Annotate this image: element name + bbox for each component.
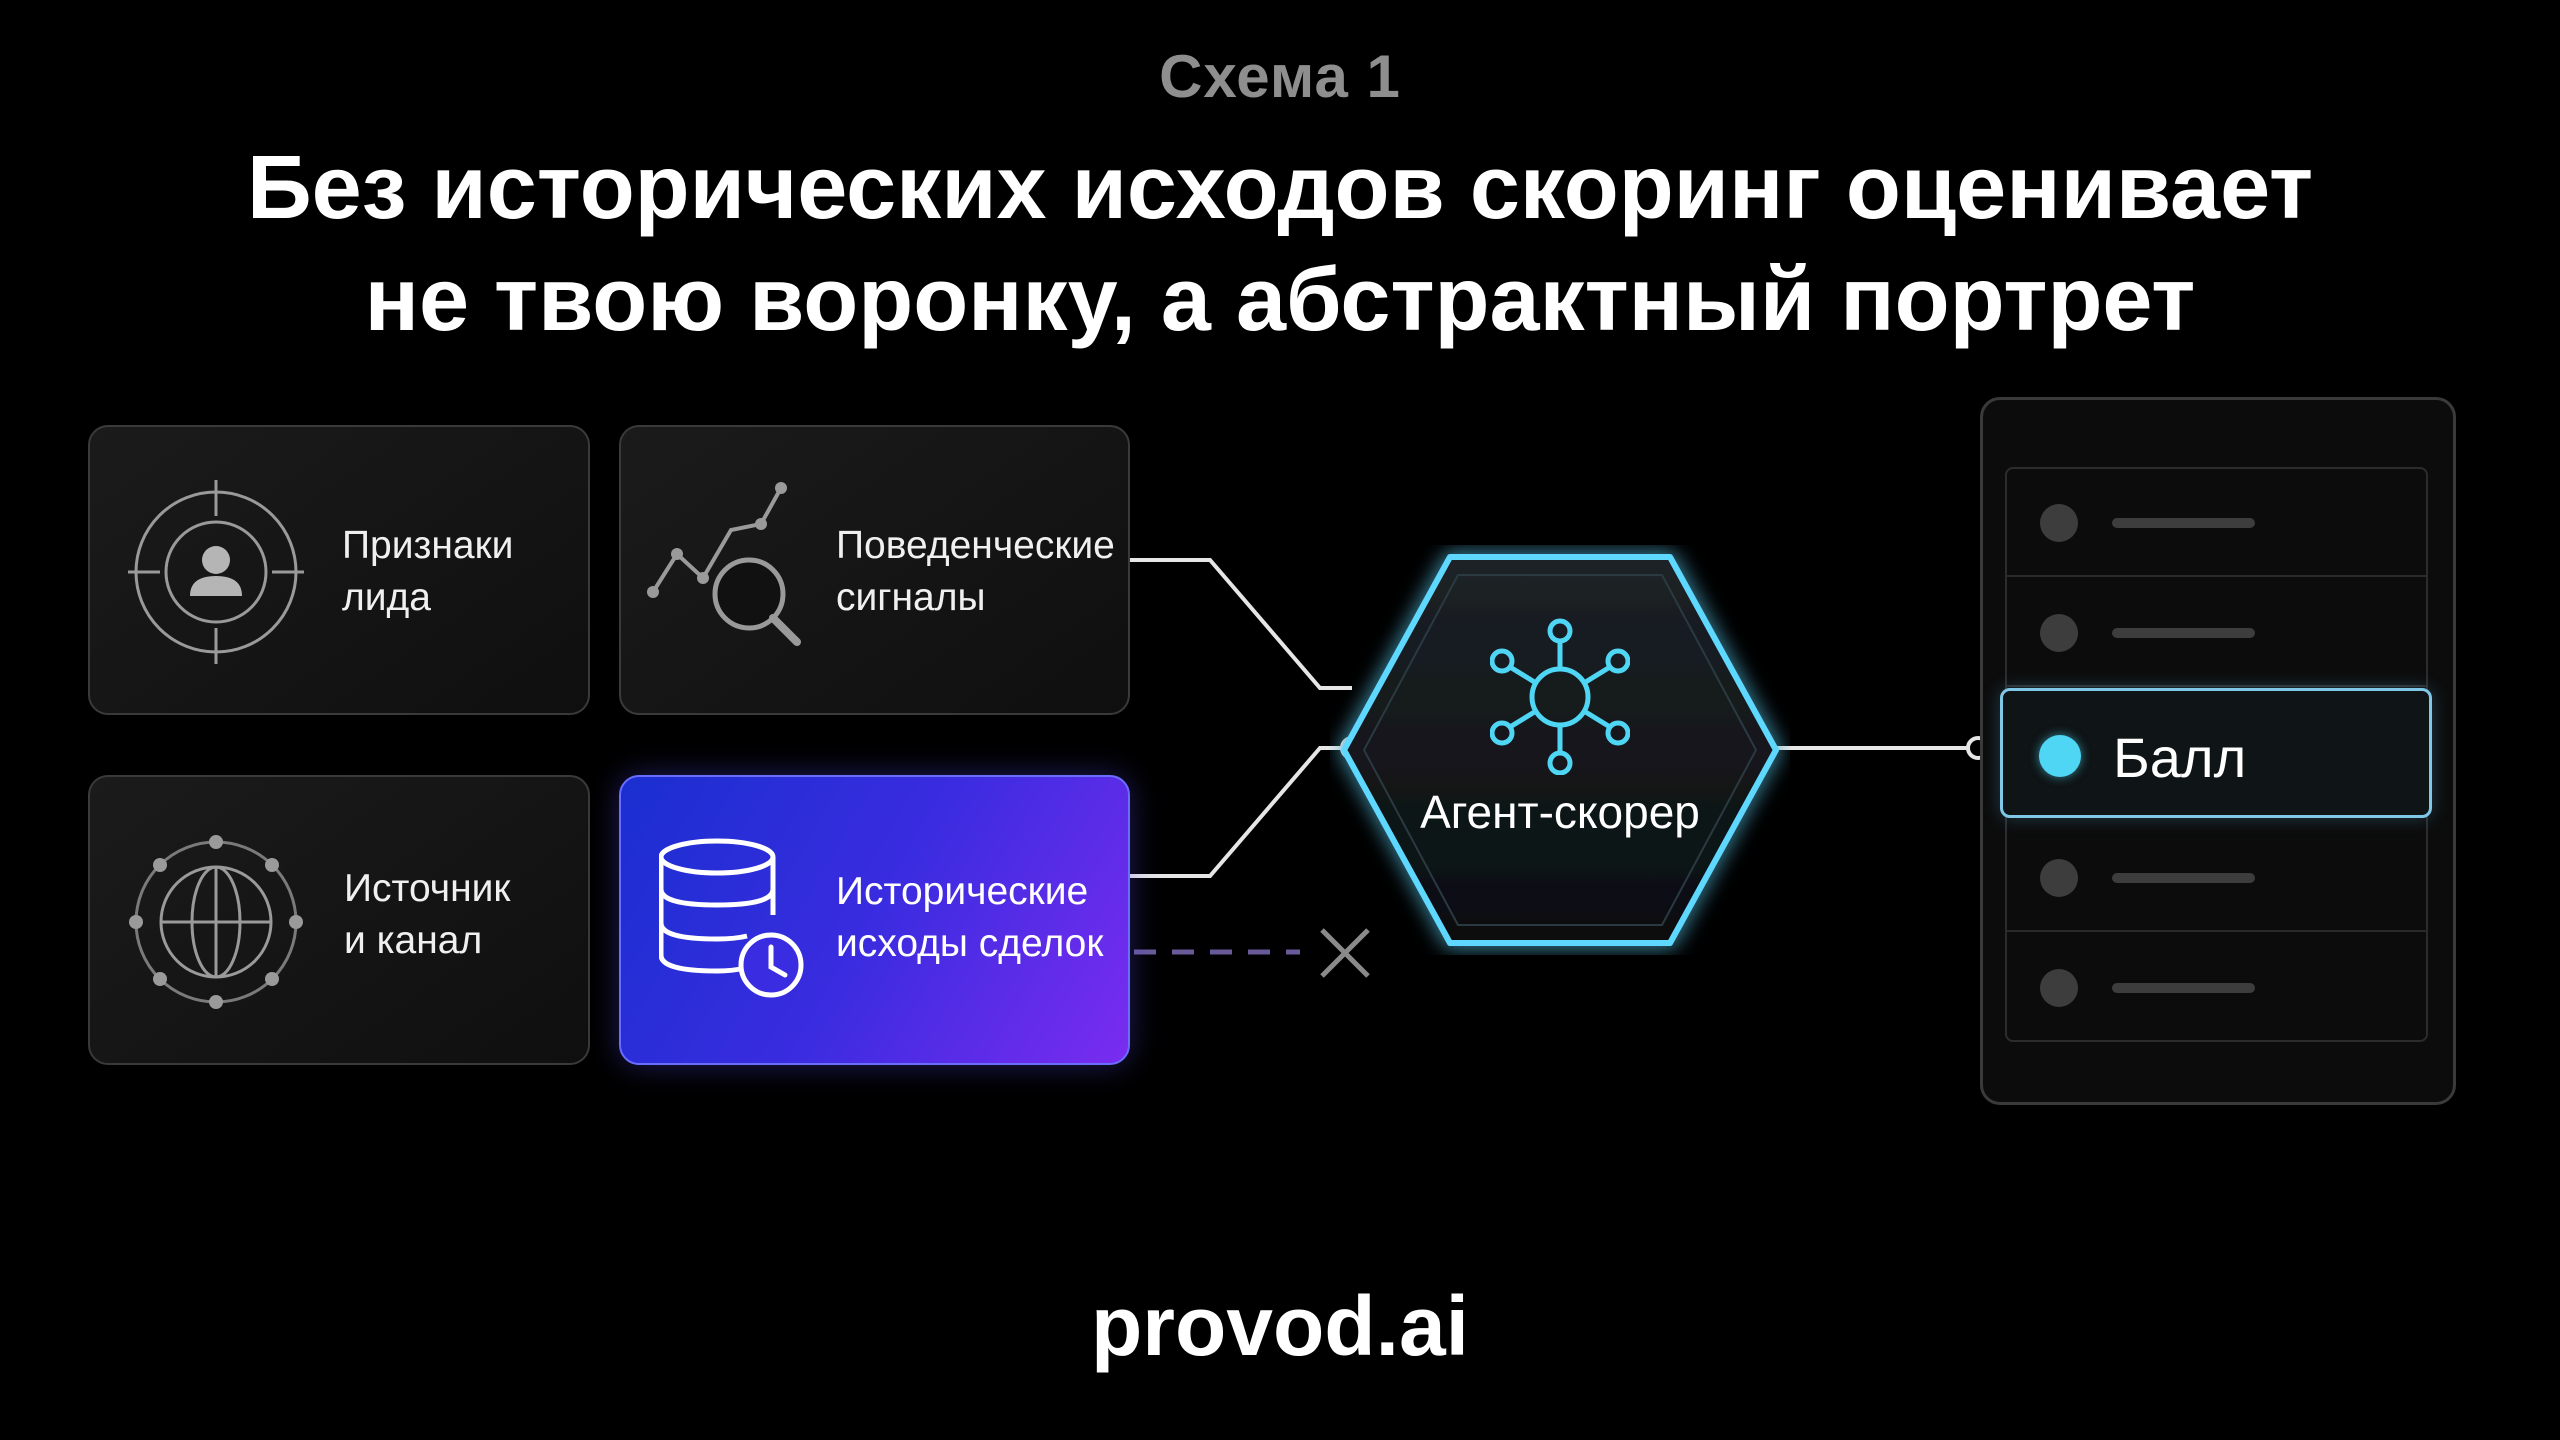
input-card-lead: Признаки лида: [88, 425, 590, 715]
network-hub-icon: [1489, 615, 1631, 776]
input-label-history: Исторические исходы сделок: [836, 870, 1104, 965]
row-placeholder-bar: [2112, 628, 2255, 638]
output-row: [2007, 822, 2426, 932]
row-placeholder-bar: [2112, 873, 2255, 883]
score-dot: [2039, 735, 2081, 777]
brand-footer: provod.ai: [1090, 1279, 1470, 1373]
input-card-history: Исторические исходы сделок: [619, 775, 1130, 1065]
row-dot: [2040, 969, 2078, 1007]
diagram-overline: Схема 1: [1159, 43, 1401, 110]
output-row: [2007, 577, 2426, 687]
row-placeholder-bar: [2112, 518, 2255, 528]
title-line-1: Без исторических исходов скоринг оценива…: [246, 138, 2314, 238]
diagram-title: Без исторических исходов скоринг оценива…: [0, 132, 2560, 356]
input-label-lead: Признаки лида: [342, 524, 514, 619]
lead-target-icon: [128, 472, 308, 672]
globe-network-icon: [126, 827, 306, 1017]
input-label-source: Источник и канал: [344, 867, 511, 962]
row-placeholder-bar: [2112, 983, 2255, 993]
row-dot: [2040, 859, 2078, 897]
row-dot: [2040, 504, 2078, 542]
agent-scorer-node: [1330, 545, 1790, 955]
input-label-behavior: Поведенческие сигналы: [836, 524, 1115, 619]
connector-history-to-agent: [1130, 746, 1352, 878]
title-line-2: не твою воронку, а абстрактный портрет: [364, 250, 2196, 350]
output-row: [2007, 467, 2426, 577]
row-dot: [2040, 614, 2078, 652]
blocked-x-icon: [1320, 928, 1370, 978]
output-row-score: Балл: [2000, 688, 2432, 818]
score-label: Балл: [2113, 726, 2247, 789]
input-card-source: Источник и канал: [88, 775, 590, 1065]
analytics-search-icon: [645, 482, 825, 652]
output-row: [2007, 932, 2426, 1042]
database-clock-icon: [658, 837, 809, 1007]
input-card-behavior: Поведенческие сигналы: [619, 425, 1130, 715]
agent-scorer-label: Агент-скорер: [1420, 786, 1700, 838]
connector-behavior-to-agent: [1130, 558, 1352, 690]
